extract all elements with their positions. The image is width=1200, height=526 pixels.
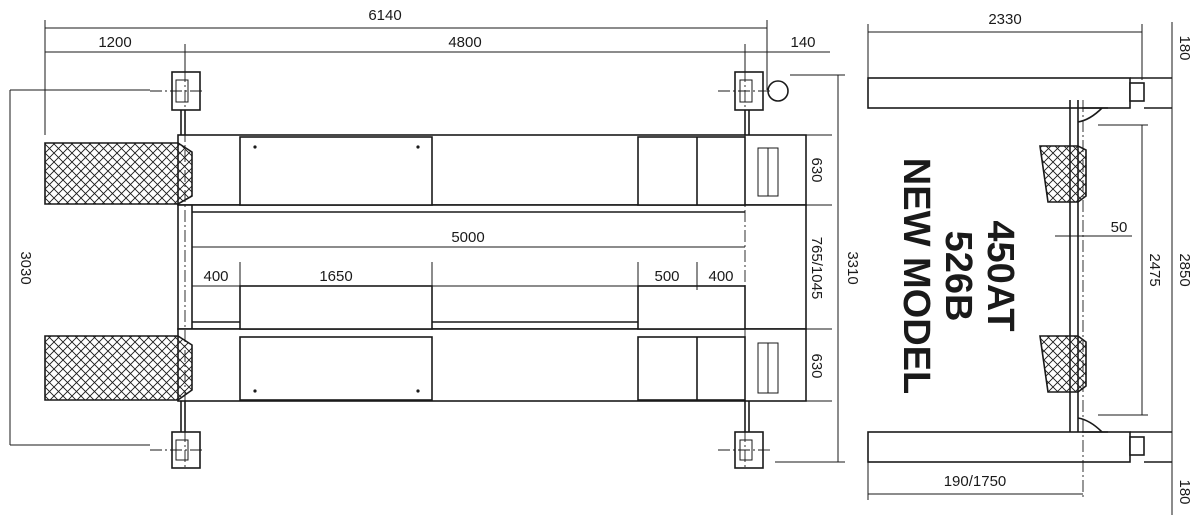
top-view: 6140 1200 4800 140 3030 3310 bbox=[9, 7, 861, 470]
dim-outer-width: 3310 bbox=[775, 74, 861, 463]
dim-label-765-1045: 765/1045 bbox=[808, 237, 825, 300]
plate-rear-mid bbox=[637, 285, 746, 330]
front-ramp-bottom bbox=[44, 335, 193, 401]
model-line-2: 526B bbox=[937, 231, 979, 322]
dim-label-140: 140 bbox=[790, 34, 815, 51]
dim-post-row: 1200 4800 140 bbox=[45, 34, 830, 75]
dim-label-50: 50 bbox=[1111, 219, 1128, 236]
dim-label-5000: 5000 bbox=[451, 229, 484, 246]
model-line-3: NEW MODEL bbox=[895, 158, 937, 394]
dim-label-2475: 2475 bbox=[1146, 253, 1163, 286]
dim-runway-length: 5000 bbox=[192, 229, 745, 248]
dim-label-630-top: 630 bbox=[808, 157, 825, 182]
dim-label-1650: 1650 bbox=[319, 268, 352, 285]
dim-inner-width: 3030 bbox=[9, 89, 150, 446]
front-ramp-top bbox=[44, 142, 193, 205]
dim-plate-row: 400 1650 500 400 bbox=[192, 262, 745, 290]
side-arm-top bbox=[867, 77, 1131, 109]
model-line-1: 450AT bbox=[979, 220, 1021, 331]
plate-front-top bbox=[239, 136, 433, 206]
dim-label-3030: 3030 bbox=[17, 251, 34, 284]
plate-front-mid bbox=[239, 285, 433, 330]
dim-label-2330: 2330 bbox=[988, 11, 1021, 28]
dim-label-500: 500 bbox=[654, 268, 679, 285]
post-front-top bbox=[171, 71, 201, 135]
dim-label-4800: 4800 bbox=[448, 34, 481, 51]
dim-label-400-rear: 400 bbox=[708, 268, 733, 285]
dim-label-400-front: 400 bbox=[203, 268, 228, 285]
plate-rear-bottom bbox=[637, 336, 746, 401]
post-rear-top bbox=[734, 71, 789, 135]
dim-label-180-bottom: 180 bbox=[1176, 479, 1193, 504]
plate-front-bottom bbox=[239, 336, 433, 401]
side-arm-bottom bbox=[867, 431, 1131, 463]
side-view: 2330 50 2475 2850 180 180 bbox=[867, 11, 1193, 515]
dim-label-6140: 6140 bbox=[368, 7, 401, 24]
dim-label-3310: 3310 bbox=[844, 251, 861, 284]
side-chock-top bbox=[1039, 145, 1087, 203]
plate-rear-top bbox=[637, 136, 746, 206]
dim-overall-length: 6140 bbox=[44, 7, 768, 135]
side-chock-bottom bbox=[1039, 335, 1087, 393]
side-column bbox=[1069, 100, 1108, 433]
dim-label-2850: 2850 bbox=[1176, 253, 1193, 286]
dim-label-630-bottom: 630 bbox=[808, 353, 825, 378]
dim-label-190-1750: 190/1750 bbox=[944, 473, 1007, 490]
dim-label-180-top: 180 bbox=[1176, 35, 1193, 60]
model-label: 450AT 526B NEW MODEL bbox=[895, 158, 1021, 394]
post-front-bottom bbox=[171, 401, 201, 469]
post-rear-bottom bbox=[734, 401, 764, 469]
dim-label-1200: 1200 bbox=[98, 34, 131, 51]
